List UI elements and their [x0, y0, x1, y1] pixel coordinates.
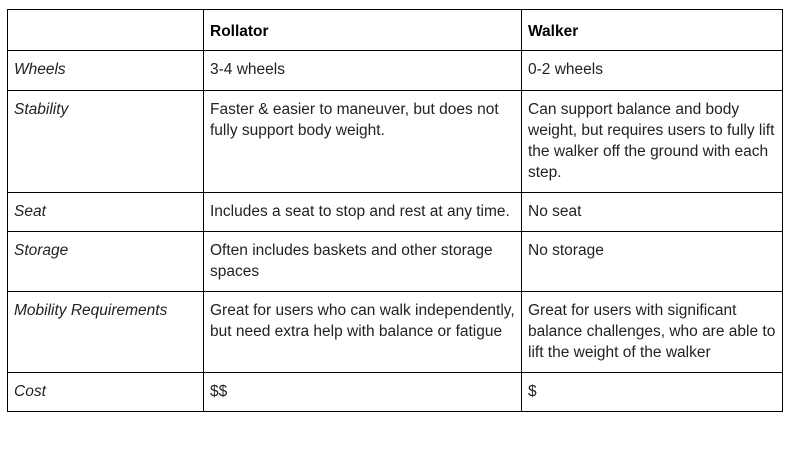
table-row: Stability Faster & easier to maneuver, b… — [7, 90, 783, 193]
row-label-seat: Seat — [7, 192, 204, 232]
row-label-cost: Cost — [7, 372, 204, 412]
row-label-mobility-requirements: Mobility Requirements — [7, 291, 204, 373]
comparison-table: Rollator Walker Wheels 3-4 wheels 0-2 wh… — [7, 9, 783, 412]
rollator-cell: Faster & easier to maneuver, but does no… — [203, 90, 522, 193]
row-label-stability: Stability — [7, 90, 204, 193]
header-cell-walker: Walker — [521, 9, 783, 51]
header-cell-empty — [7, 9, 204, 51]
walker-cell: Can support balance and body weight, but… — [521, 90, 783, 193]
rollator-cell: Great for users who can walk independent… — [203, 291, 522, 373]
walker-cell: Great for users with significant balance… — [521, 291, 783, 373]
rollator-cell: Includes a seat to stop and rest at any … — [203, 192, 522, 232]
row-label-wheels: Wheels — [7, 50, 204, 91]
walker-cell: 0-2 wheels — [521, 50, 783, 91]
table-row: Cost $$ $ — [7, 372, 783, 412]
walker-cell: $ — [521, 372, 783, 412]
table-header-row: Rollator Walker — [7, 9, 783, 51]
walker-cell: No seat — [521, 192, 783, 232]
rollator-cell: Often includes baskets and other storage… — [203, 231, 522, 292]
header-cell-rollator: Rollator — [203, 9, 522, 51]
table-row: Storage Often includes baskets and other… — [7, 231, 783, 292]
rollator-cell: 3-4 wheels — [203, 50, 522, 91]
rollator-cell: $$ — [203, 372, 522, 412]
table-row: Wheels 3-4 wheels 0-2 wheels — [7, 50, 783, 91]
row-label-storage: Storage — [7, 231, 204, 292]
table-row: Mobility Requirements Great for users wh… — [7, 291, 783, 373]
table-row: Seat Includes a seat to stop and rest at… — [7, 192, 783, 232]
walker-cell: No storage — [521, 231, 783, 292]
